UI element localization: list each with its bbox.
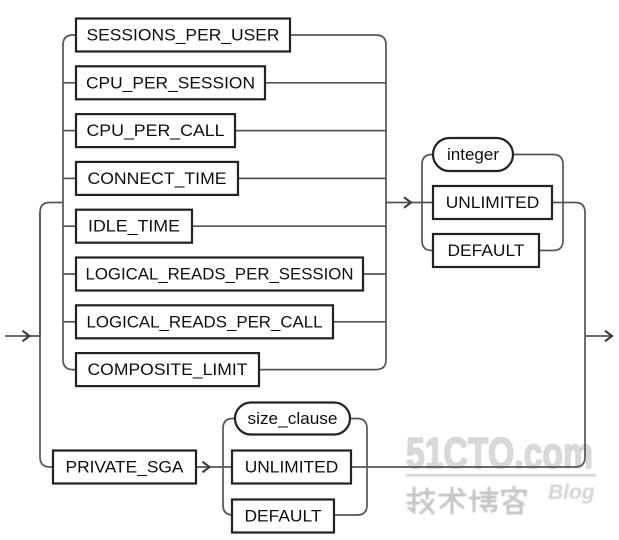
svg-text:integer: integer <box>447 145 499 164</box>
svg-text:CPU_PER_SESSION: CPU_PER_SESSION <box>86 73 255 92</box>
svg-text:CONNECT_TIME: CONNECT_TIME <box>88 169 227 188</box>
svg-text:LOGICAL_READS_PER_CALL: LOGICAL_READS_PER_CALL <box>87 312 323 331</box>
svg-text:CPU_PER_CALL: CPU_PER_CALL <box>87 121 225 140</box>
svg-text:PRIVATE_SGA: PRIVATE_SGA <box>66 458 185 477</box>
svg-text:SESSIONS_PER_USER: SESSIONS_PER_USER <box>87 26 280 45</box>
svg-text:size_clause: size_clause <box>248 409 338 428</box>
svg-text:UNLIMITED: UNLIMITED <box>245 458 339 477</box>
svg-text:COMPOSITE_LIMIT: COMPOSITE_LIMIT <box>88 360 248 379</box>
svg-text:LOGICAL_READS_PER_SESSION: LOGICAL_READS_PER_SESSION <box>86 265 354 284</box>
svg-text:DEFAULT: DEFAULT <box>245 507 322 526</box>
svg-text:IDLE_TIME: IDLE_TIME <box>88 217 180 236</box>
svg-text:DEFAULT: DEFAULT <box>448 241 525 260</box>
svg-text:UNLIMITED: UNLIMITED <box>446 193 540 212</box>
svg-text:Blog: Blog <box>548 481 595 504</box>
svg-text:51CTO.com: 51CTO.com <box>406 429 593 478</box>
